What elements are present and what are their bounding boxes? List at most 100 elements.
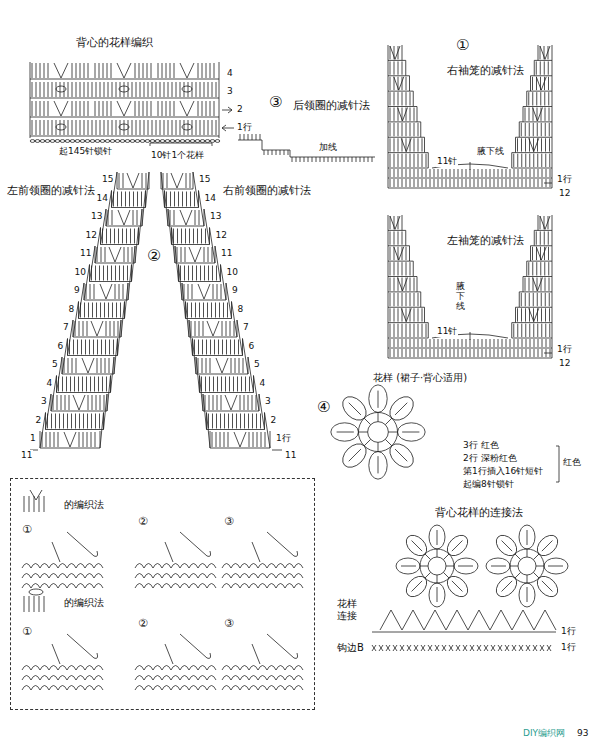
fabric-loop [276,676,285,681]
stitch-tick [109,358,110,373]
stitch-tick [450,349,451,357]
stitch-tick [126,229,127,244]
spoke [443,554,449,560]
stitch-tick [537,154,538,167]
stitch-tick [59,414,60,429]
stitch-tick [212,414,213,429]
stitch-tick [402,231,403,244]
stitch-tick [203,303,204,318]
stitch-tick [125,192,126,207]
sc-mark [547,645,551,651]
stitch-tick [486,179,487,187]
stitch-tick [498,339,499,347]
stitch-tick [406,77,407,90]
fabric-loop [285,574,294,579]
stitch-tick [252,395,253,410]
stitch-tick [71,414,72,429]
stitch-tick [192,266,193,281]
fabric-loop [49,584,58,589]
stitch-tick [100,82,101,97]
stitch-tick [260,134,261,140]
chart-label: 8 [68,304,76,315]
stitch-tick [265,432,266,447]
stitch-tick [195,321,196,336]
chain-stitch [125,140,130,143]
stitch-tick [256,134,257,140]
sc-mark [456,645,460,651]
fabric-loop [222,584,231,589]
stitch-tick [95,432,96,447]
stitch-tick [79,432,80,447]
fabric-loop [85,574,94,579]
stitch-tick [410,278,411,291]
sc-mark [505,645,509,651]
chain-stitch [135,140,140,143]
step-text: ② [137,515,149,528]
stitch-tick [140,120,141,135]
spoke [515,572,521,578]
fabric-loop [49,676,58,681]
stitch-tick [72,101,73,116]
fabric-loop [85,564,94,569]
stitch-tick [115,284,116,299]
chart-edge [388,215,389,358]
stitch-tick [442,349,443,357]
row-line [388,137,421,138]
stitch-tick [91,414,92,429]
stitch-tick [98,377,99,392]
stitch-tick [536,262,537,275]
stitch-tick [549,324,550,337]
chart-label: 起编8针锁针 [462,479,515,490]
stitch-tick [545,278,546,291]
fabric-loop [198,666,207,671]
stitch-tick [213,377,214,392]
stitch-tick [418,293,419,306]
stitch-tick [406,169,407,177]
fabric-loop [198,676,207,681]
stitch-tick [529,123,530,136]
stitch-tick [328,157,329,162]
stitch-tick [32,120,33,135]
stitch-v [127,173,139,188]
fabric-loop [22,686,31,691]
stitch-tick [95,266,96,281]
stitch-tick [202,101,203,116]
stitch-tick [406,349,407,357]
sc-mark [372,645,376,651]
stitch-tick [394,262,395,275]
stitch-tick [99,266,100,281]
stitch-tick [212,432,213,447]
spoke [385,439,392,446]
stitch-tick [548,77,549,90]
fabric-loop [207,686,216,691]
stitch-tick [204,266,205,281]
stitch-tick [482,179,483,187]
stitch-tick [454,349,455,357]
petal-stitch [395,403,407,415]
stitch-tick [261,432,262,447]
sc-mark [379,645,383,651]
stitch-tick [52,82,53,97]
stitch-tick [77,340,78,355]
stitch-tick [418,339,419,347]
fabric-loop [22,666,31,671]
stitch-tick [85,340,86,355]
petal-stitch [437,587,438,602]
stitch-tick [95,63,96,78]
stitch-tick [514,339,515,347]
fabric-loop [22,676,31,681]
stitch-tick [48,120,49,135]
stitch-tick [60,82,61,97]
stitch-tick [166,101,167,116]
step-text: ① [21,625,33,638]
stitch-tick [226,321,227,336]
stitch-tick [542,179,543,187]
row-line [186,318,232,319]
fabric-loop [40,676,49,681]
stitch-tick [81,340,82,355]
step-text: 的编织法 [63,499,105,511]
stitch-tick [252,414,253,429]
chain-stitch [150,140,155,143]
fabric-loop [198,574,207,579]
